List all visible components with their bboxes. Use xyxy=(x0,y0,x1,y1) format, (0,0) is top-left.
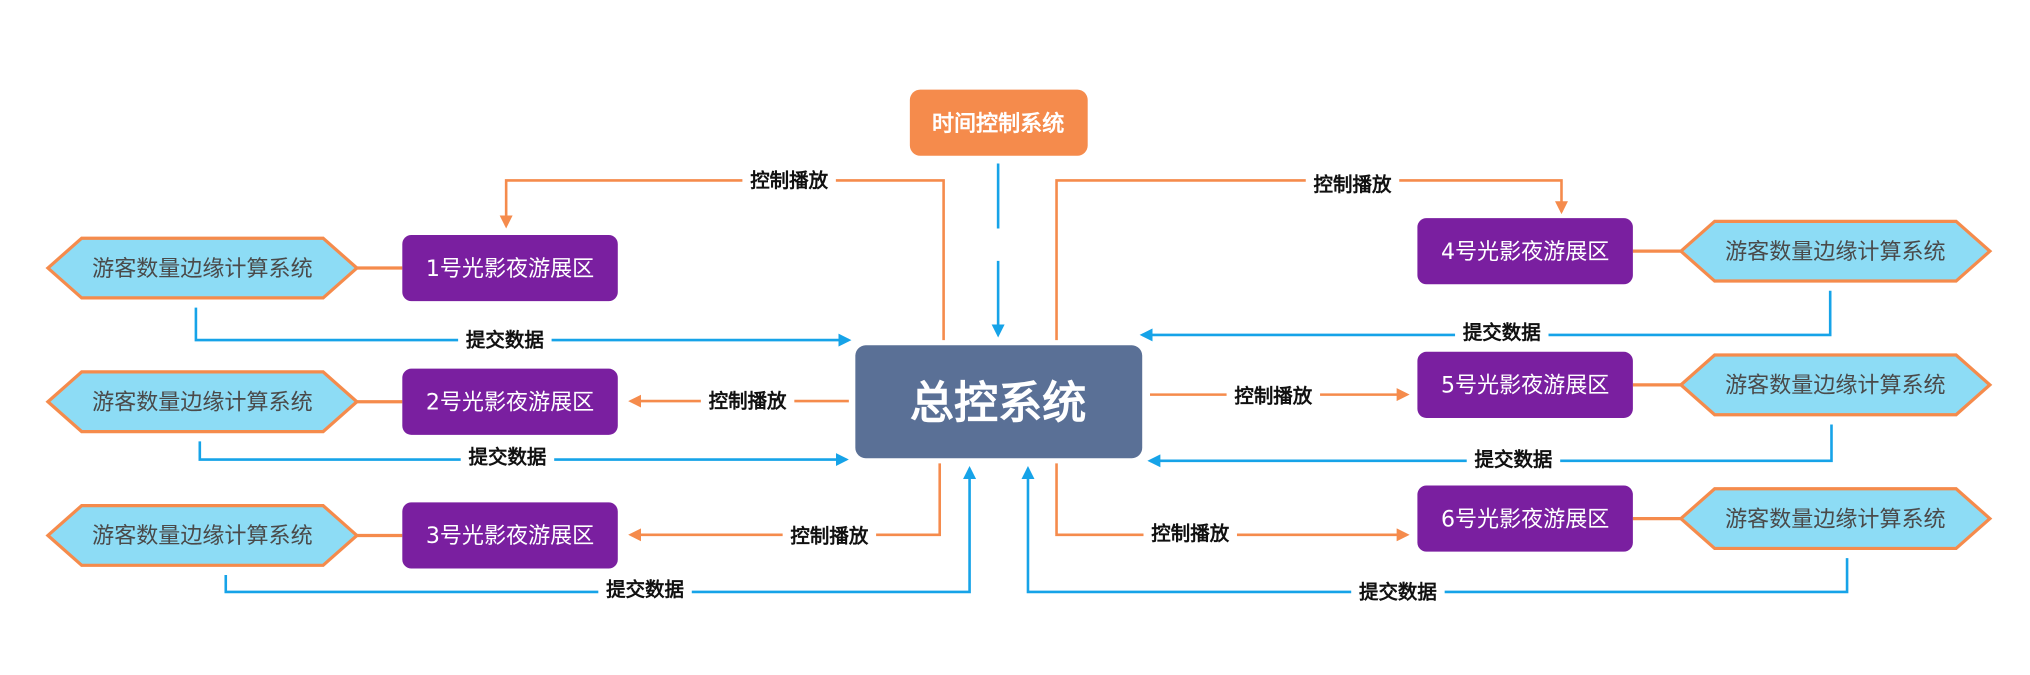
edge-compute-node-2[interactable]: 游客数量边缘计算系统 xyxy=(45,370,360,434)
data-label-3: 提交数据 xyxy=(606,578,684,601)
edge-compute-node-1[interactable]: 游客数量边缘计算系统 xyxy=(45,236,360,300)
control-label-3: 控制播放 xyxy=(790,525,868,548)
control-label-4: 控制播放 xyxy=(1314,173,1392,196)
data-label-2-bg xyxy=(460,442,555,469)
edge-compute-node-5[interactable]: 游客数量边缘计算系统 xyxy=(1678,353,1993,417)
data-label-2: 提交数据 xyxy=(469,445,547,468)
core-label: 总控系统 xyxy=(910,378,1087,429)
zone-label: 5号光影夜游展区 xyxy=(1441,374,1609,399)
control-label-5: 控制播放 xyxy=(1234,384,1312,407)
data-line-5 xyxy=(1147,424,1833,468)
zone-node-6[interactable]: 6号光影夜游展区 xyxy=(1417,485,1633,552)
control-label-2-bg xyxy=(700,386,795,413)
data-label-1: 提交数据 xyxy=(466,329,544,352)
data-label-5: 提交数据 xyxy=(1475,448,1553,471)
data-line-3 xyxy=(224,466,977,594)
edge-compute-node-6[interactable]: 游客数量边缘计算系统 xyxy=(1678,487,1993,551)
timer-node[interactable]: 时间控制系统 xyxy=(909,89,1088,156)
control-label-5-bg xyxy=(1226,381,1321,408)
edge-compute-label: 游客数量边缘计算系统 xyxy=(92,524,312,549)
zone-label: 6号光影夜游展区 xyxy=(1441,507,1609,532)
edge-compute-label: 游客数量边缘计算系统 xyxy=(1725,240,1945,265)
control-label-4-bg xyxy=(1305,170,1400,197)
control-label-1: 控制播放 xyxy=(750,169,828,192)
data-label-6: 提交数据 xyxy=(1359,580,1437,603)
control-label-2: 控制播放 xyxy=(709,390,787,413)
zone-label: 2号光影夜游展区 xyxy=(426,391,594,416)
zone-node-3[interactable]: 3号光影夜游展区 xyxy=(402,502,618,569)
control-line-3 xyxy=(628,463,942,542)
zone-label: 3号光影夜游展区 xyxy=(426,524,594,549)
zone-group-5: 游客数量边缘计算系统 5号光影夜游展区 xyxy=(1417,351,1993,418)
edge-compute-node-4[interactable]: 游客数量边缘计算系统 xyxy=(1678,219,1993,283)
data-label-3-bg xyxy=(598,575,692,602)
edge-compute-label: 游客数量边缘计算系统 xyxy=(92,391,312,416)
zone-node-5[interactable]: 5号光影夜游展区 xyxy=(1417,351,1633,418)
edge-compute-label: 游客数量边缘计算系统 xyxy=(92,257,312,282)
data-line-2 xyxy=(198,441,849,467)
zone-node-4[interactable]: 4号光影夜游展区 xyxy=(1417,218,1633,285)
zone-group-4: 游客数量边缘计算系统 4号光影夜游展区 xyxy=(1417,218,1993,285)
control-line-6 xyxy=(1055,463,1410,542)
edge-compute-label: 游客数量边缘计算系统 xyxy=(1725,374,1945,399)
control-label-3-bg xyxy=(782,521,877,548)
zone-label: 1号光影夜游展区 xyxy=(426,257,594,282)
zone-node-2[interactable]: 2号光影夜游展区 xyxy=(402,368,618,435)
edge-compute-label: 游客数量边缘计算系统 xyxy=(1725,507,1945,532)
control-line-1 xyxy=(499,179,945,341)
data-line-1 xyxy=(194,307,852,347)
data-label-4-bg xyxy=(1455,318,1549,344)
core-node[interactable]: 总控系统 xyxy=(855,345,1143,459)
zone-label: 4号光影夜游展区 xyxy=(1441,240,1609,265)
zone-group-2: 游客数量边缘计算系统 2号光影夜游展区 xyxy=(45,368,618,435)
control-label-1-bg xyxy=(742,166,836,193)
edge-compute-node-3[interactable]: 游客数量边缘计算系统 xyxy=(45,503,360,567)
zone-group-1: 游客数量边缘计算系统 1号光影夜游展区 xyxy=(45,234,618,302)
control-label-6: 控制播放 xyxy=(1151,522,1229,545)
data-label-1-bg xyxy=(458,325,552,352)
zone-group-6: 游客数量边缘计算系统 6号光影夜游展区 xyxy=(1417,485,1993,552)
data-label-4: 提交数据 xyxy=(1463,321,1541,344)
data-label-5-bg xyxy=(1466,445,1561,472)
data-label-6-bg xyxy=(1351,577,1445,604)
zone-group-3: 游客数量边缘计算系统 3号光影夜游展区 xyxy=(45,502,618,569)
control-label-6-bg xyxy=(1143,519,1237,546)
zone-node-1[interactable]: 1号光影夜游展区 xyxy=(402,234,618,302)
timer-label: 时间控制系统 xyxy=(932,111,1064,137)
data-line-4 xyxy=(1139,290,1832,342)
connector-labels: 控制播放控制播放控制播放控制播放控制播放控制播放提交数据提交数据提交数据提交数据… xyxy=(458,166,1561,604)
